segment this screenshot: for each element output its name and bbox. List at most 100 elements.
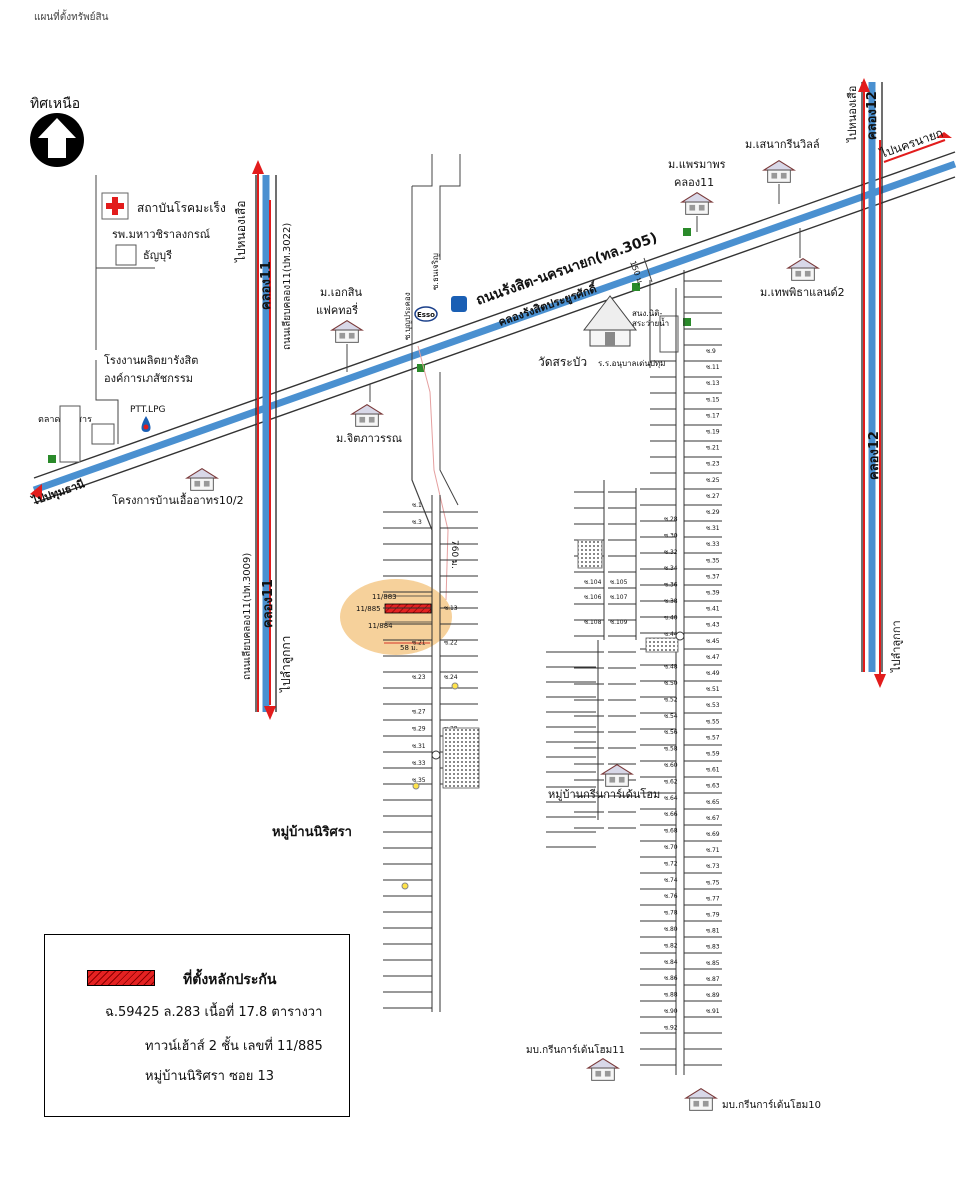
green-garden-streets: ซ.9ซ.11ซ.13ซ.15ซ.17ซ.19ซ.21ซ.23ซ.25ซ.27ซ… — [640, 280, 722, 1066]
soi-label: ซ.87 — [706, 976, 720, 983]
place-thepphitha: ม.เทพพิธาแลนด์2 — [760, 286, 845, 299]
to-lamlukka-right: ไปลำลูกกา — [890, 620, 903, 673]
legend-line2: ทาวน์เฮ้าส์ 2 ชั้น เลขที่ 11/885 — [145, 1039, 323, 1054]
seven-eleven-icon — [632, 283, 640, 291]
soi-label: ซ.62 — [664, 778, 678, 785]
soi-label: ซ.56 — [664, 729, 678, 736]
soi-label: ซ.76 — [664, 893, 678, 900]
temple-icon — [582, 295, 638, 347]
office-building-icon — [659, 315, 679, 353]
soi-label: ซ.23 — [412, 674, 426, 681]
soi-label: ซ.35 — [412, 777, 426, 784]
to-nongsuea-left: ไปหนองเสือ — [234, 201, 248, 263]
park-area — [645, 637, 679, 653]
soi-label: ซ.89 — [706, 992, 720, 999]
soi-label: ซ.31 — [412, 743, 426, 750]
soi-label: ซ.38 — [664, 598, 678, 605]
soi-label: ซ.107 — [610, 594, 628, 601]
soi-label: ซ.40 — [664, 614, 678, 621]
soi-label: ซ.41 — [706, 606, 720, 613]
soi-label: ซ.69 — [706, 831, 720, 838]
place-mahachira: รพ.มหาวชิราลงกรณ์ — [112, 228, 210, 241]
north-label: ทิศเหนือ — [30, 96, 80, 112]
house-icon — [681, 192, 713, 215]
khlong11-south-road-label: ถนนเลียบคลอง11(ปท.3009) — [241, 553, 253, 680]
bank-icon — [451, 296, 467, 312]
soi-label: ซ.90 — [664, 1008, 678, 1015]
place-phraemaphon2: คลอง11 — [674, 176, 714, 189]
plot-884: 11/884 — [368, 622, 393, 630]
route-to-property — [411, 345, 459, 620]
soi-label: ซ.83 — [706, 944, 720, 951]
building-icon — [115, 244, 137, 266]
place-phraemaphon1: ม.แพรมาพร — [668, 158, 726, 171]
soi-label: ซ.30 — [664, 532, 678, 539]
soi-phuttha: ซ.ธนเจริญ — [431, 253, 440, 290]
place-project-eua: โครงการบ้านเอื้ออาทร10/2 — [112, 492, 244, 507]
soi-label: ซ.32 — [664, 549, 678, 556]
soi-label: ซ.9 — [706, 348, 716, 355]
khlong12-road — [858, 78, 886, 688]
soi-label: ซ.66 — [664, 811, 678, 818]
place-chitphawan: ม.จิตภาวรรณ — [336, 432, 402, 445]
soi-label: ซ.105 — [610, 579, 628, 586]
place-pharma1: โรงงานผลิตยารังสิต — [104, 353, 198, 367]
soi-label: ซ.52 — [664, 696, 678, 703]
soi-label: ซ.61 — [706, 767, 720, 774]
soi-label: ซ.84 — [664, 959, 678, 966]
soi-label: ซ.91 — [706, 1008, 720, 1015]
distance-58: 58 ม. — [400, 644, 418, 652]
soi-label: ซ.71 — [706, 847, 720, 854]
soi-label: ซ.72 — [664, 860, 678, 867]
to-nongsuea-right: ไปหนองเสือ — [846, 86, 859, 143]
place-wat: วัดสระบัว — [538, 355, 587, 369]
place-greengarden: หมู่บ้านกรีนการ์เด้นโฮม — [548, 787, 660, 801]
soi-label: ซ.70 — [664, 844, 678, 851]
soi-label: ซ.77 — [706, 895, 720, 902]
soi-label: ซ.80 — [664, 926, 678, 933]
soi-label: ซ.54 — [664, 713, 678, 720]
place-gg10: มบ.กรีนการ์เด้นโฮม10 — [722, 1098, 821, 1111]
soi-label: ซ.74 — [664, 877, 678, 884]
soi-label: ซ.79 — [706, 912, 720, 919]
soi-label: ซ.22 — [444, 640, 458, 647]
soi-label: ซ.37 — [706, 573, 720, 580]
soi-label: ซ.57 — [706, 734, 720, 741]
seven-eleven-icon — [683, 228, 691, 236]
soi-label: ซ.13 — [706, 380, 720, 387]
esso-label: Esso — [417, 311, 435, 319]
soi-label: ซ.29 — [706, 509, 720, 516]
soi-label: ซ.39 — [706, 590, 720, 597]
soi-label: ซ.27 — [412, 708, 426, 715]
soi-label: ซ.88 — [664, 992, 678, 999]
house-icon — [186, 468, 218, 491]
soi-label: ซ.36 — [664, 582, 678, 589]
legend-box: ที่ตั้งหลักประกัน ฉ.59425 ล.283 เนื้อที่… — [44, 934, 350, 1117]
soi-label: ซ.55 — [706, 718, 720, 725]
soi-label: ซ.1 — [412, 502, 422, 509]
soi-label: ซ.75 — [706, 879, 720, 886]
khlong12-mid-label: คลอง12 — [867, 431, 882, 480]
soi-label: ซ.3 — [412, 519, 422, 526]
house-icon — [331, 320, 363, 343]
place-senagreenville: ม.เสนากรีนวิลล์ — [745, 138, 820, 151]
soi-label: ซ.48 — [664, 664, 678, 671]
soi-label: ซ.63 — [706, 783, 720, 790]
ptt-lpg-icon — [141, 416, 151, 432]
soi-label: ซ.33 — [706, 541, 720, 548]
soi-label: ซ.35 — [706, 557, 720, 564]
soi-label: ซ.85 — [706, 960, 720, 967]
soi-label: ซ.27 — [706, 493, 720, 500]
soi-label: ซ.58 — [664, 746, 678, 753]
property-highlight — [340, 579, 452, 655]
house-icon — [685, 1088, 717, 1111]
soi-label: ซ.59 — [706, 751, 720, 758]
legend-line1: ฉ.59425 ล.283 เนื้อที่ 17.8 ตารางวา — [105, 1005, 323, 1020]
park-area — [577, 539, 603, 569]
place-gg11: มบ.กรีนการ์เด้นโฮม11 — [526, 1043, 625, 1056]
soi-label: ซ.78 — [664, 910, 678, 917]
soi-label: ซ.82 — [664, 942, 678, 949]
soi-label: ซ.81 — [706, 928, 720, 935]
soi-label: ซ.21 — [412, 640, 426, 647]
